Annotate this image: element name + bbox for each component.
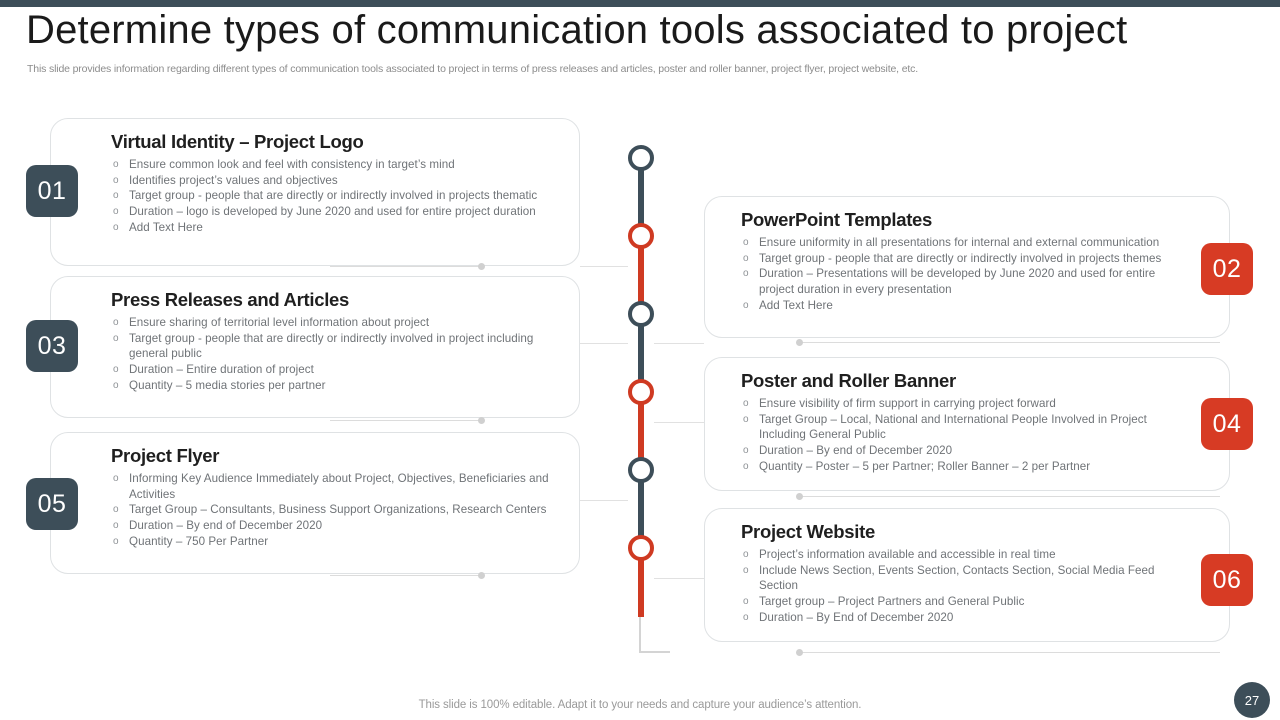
timeline-tail-horizontal [640, 651, 670, 653]
card-connector-dot-01 [478, 263, 485, 270]
list-item: Ensure visibility of firm support in car… [741, 396, 1171, 412]
timeline-tail [639, 617, 641, 653]
list-item: Ensure uniformity in all presentations f… [741, 235, 1171, 251]
page-subtitle: This slide provides information regardin… [27, 63, 919, 75]
card-connector-line-01 [330, 266, 480, 267]
card-project-website[interactable]: Project Website Project’s information av… [704, 508, 1230, 642]
list-item: Quantity – 5 media stories per partner [111, 378, 563, 394]
card-connector-line-03 [330, 420, 480, 421]
timeline-segment-4 [638, 399, 644, 477]
card-title-04: Poster and Roller Banner [741, 370, 956, 391]
list-item: Target group - people that are directly … [741, 251, 1171, 267]
list-item: Duration – By end of December 2020 [111, 518, 563, 534]
card-project-flyer[interactable]: Project Flyer Informing Key Audience Imm… [50, 432, 580, 574]
list-item: Target group – Project Partners and Gene… [741, 594, 1171, 610]
timeline-node-5[interactable] [628, 457, 654, 483]
card-connector-line-06 [800, 652, 1220, 653]
timeline-segment-1 [638, 158, 644, 243]
card-connector-dot-02 [796, 339, 803, 346]
timeline-segment-5 [638, 477, 644, 555]
elbow-connector-05 [580, 500, 628, 501]
list-item: Project’s information available and acce… [741, 547, 1171, 563]
card-connector-dot-05 [478, 572, 485, 579]
list-item: Ensure sharing of territorial level info… [111, 315, 563, 331]
list-item: Duration – Entire duration of project [111, 362, 563, 378]
list-item: Duration – By end of December 2020 [741, 443, 1171, 459]
badge-04[interactable]: 04 [1201, 398, 1253, 450]
list-item: Quantity – Poster – 5 per Partner; Rolle… [741, 459, 1171, 475]
badge-03[interactable]: 03 [26, 320, 78, 372]
card-powerpoint-templates[interactable]: PowerPoint Templates Ensure uniformity i… [704, 196, 1230, 338]
list-item: Informing Key Audience Immediately about… [111, 471, 563, 502]
list-item: Duration – logo is developed by June 202… [111, 204, 563, 220]
footer-note: This slide is 100% editable. Adapt it to… [418, 699, 862, 711]
timeline-segment-6 [638, 555, 644, 617]
list-item: Identifies project’s values and objectiv… [111, 173, 563, 189]
timeline-segment-2 [638, 243, 644, 321]
card-bullets-05: Informing Key Audience Immediately about… [111, 471, 563, 550]
elbow-connector-03 [580, 343, 628, 344]
page-title: Determine types of communication tools a… [26, 8, 1128, 52]
timeline-segment-3 [638, 321, 644, 399]
card-connector-line-04 [800, 496, 1220, 497]
card-title-01: Virtual Identity – Project Logo [111, 131, 364, 152]
card-connector-line-02 [800, 342, 1220, 343]
timeline-node-3[interactable] [628, 301, 654, 327]
card-title-06: Project Website [741, 521, 875, 542]
elbow-connector-04 [654, 422, 704, 423]
elbow-connector-02 [654, 343, 704, 344]
timeline-node-4[interactable] [628, 379, 654, 405]
list-item: Quantity – 750 Per Partner [111, 534, 563, 550]
list-item: Target group - people that are directly … [111, 188, 563, 204]
timeline-node-2[interactable] [628, 223, 654, 249]
card-title-03: Press Releases and Articles [111, 289, 350, 310]
card-title-05: Project Flyer [111, 445, 220, 466]
list-item: Target group - people that are directly … [111, 331, 563, 362]
card-bullets-01: Ensure common look and feel with consist… [111, 157, 563, 236]
card-connector-dot-03 [478, 417, 485, 424]
elbow-connector-06 [654, 578, 704, 579]
badge-06[interactable]: 06 [1201, 554, 1253, 606]
list-item: Include News Section, Events Section, Co… [741, 563, 1171, 594]
card-virtual-identity[interactable]: Virtual Identity – Project Logo Ensure c… [50, 118, 580, 266]
card-connector-dot-04 [796, 493, 803, 500]
card-press-releases[interactable]: Press Releases and Articles Ensure shari… [50, 276, 580, 418]
timeline [628, 145, 670, 653]
card-bullets-03: Ensure sharing of territorial level info… [111, 315, 563, 394]
list-item: Add Text Here [741, 298, 1171, 314]
list-item: Target Group – Consultants, Business Sup… [111, 502, 563, 518]
card-title-02: PowerPoint Templates [741, 209, 933, 230]
badge-02[interactable]: 02 [1201, 243, 1253, 295]
card-bullets-04: Ensure visibility of firm support in car… [741, 396, 1171, 475]
list-item: Duration – By End of December 2020 [741, 610, 1171, 626]
card-bullets-06: Project’s information available and acce… [741, 547, 1171, 626]
timeline-node-1[interactable] [628, 145, 654, 171]
elbow-connector-01 [580, 266, 628, 267]
timeline-node-6[interactable] [628, 535, 654, 561]
card-poster-roller-banner[interactable]: Poster and Roller Banner Ensure visibili… [704, 357, 1230, 491]
badge-05[interactable]: 05 [26, 478, 78, 530]
top-accent-band [0, 0, 1280, 7]
list-item: Duration – Presentations will be develop… [741, 266, 1171, 297]
list-item: Add Text Here [111, 220, 563, 236]
card-connector-line-05 [330, 575, 480, 576]
list-item: Ensure common look and feel with consist… [111, 157, 563, 173]
page-number-badge: 27 [1234, 682, 1270, 718]
list-item: Target Group – Local, National and Inter… [741, 412, 1171, 443]
card-connector-dot-06 [796, 649, 803, 656]
badge-01[interactable]: 01 [26, 165, 78, 217]
card-bullets-02: Ensure uniformity in all presentations f… [741, 235, 1171, 314]
